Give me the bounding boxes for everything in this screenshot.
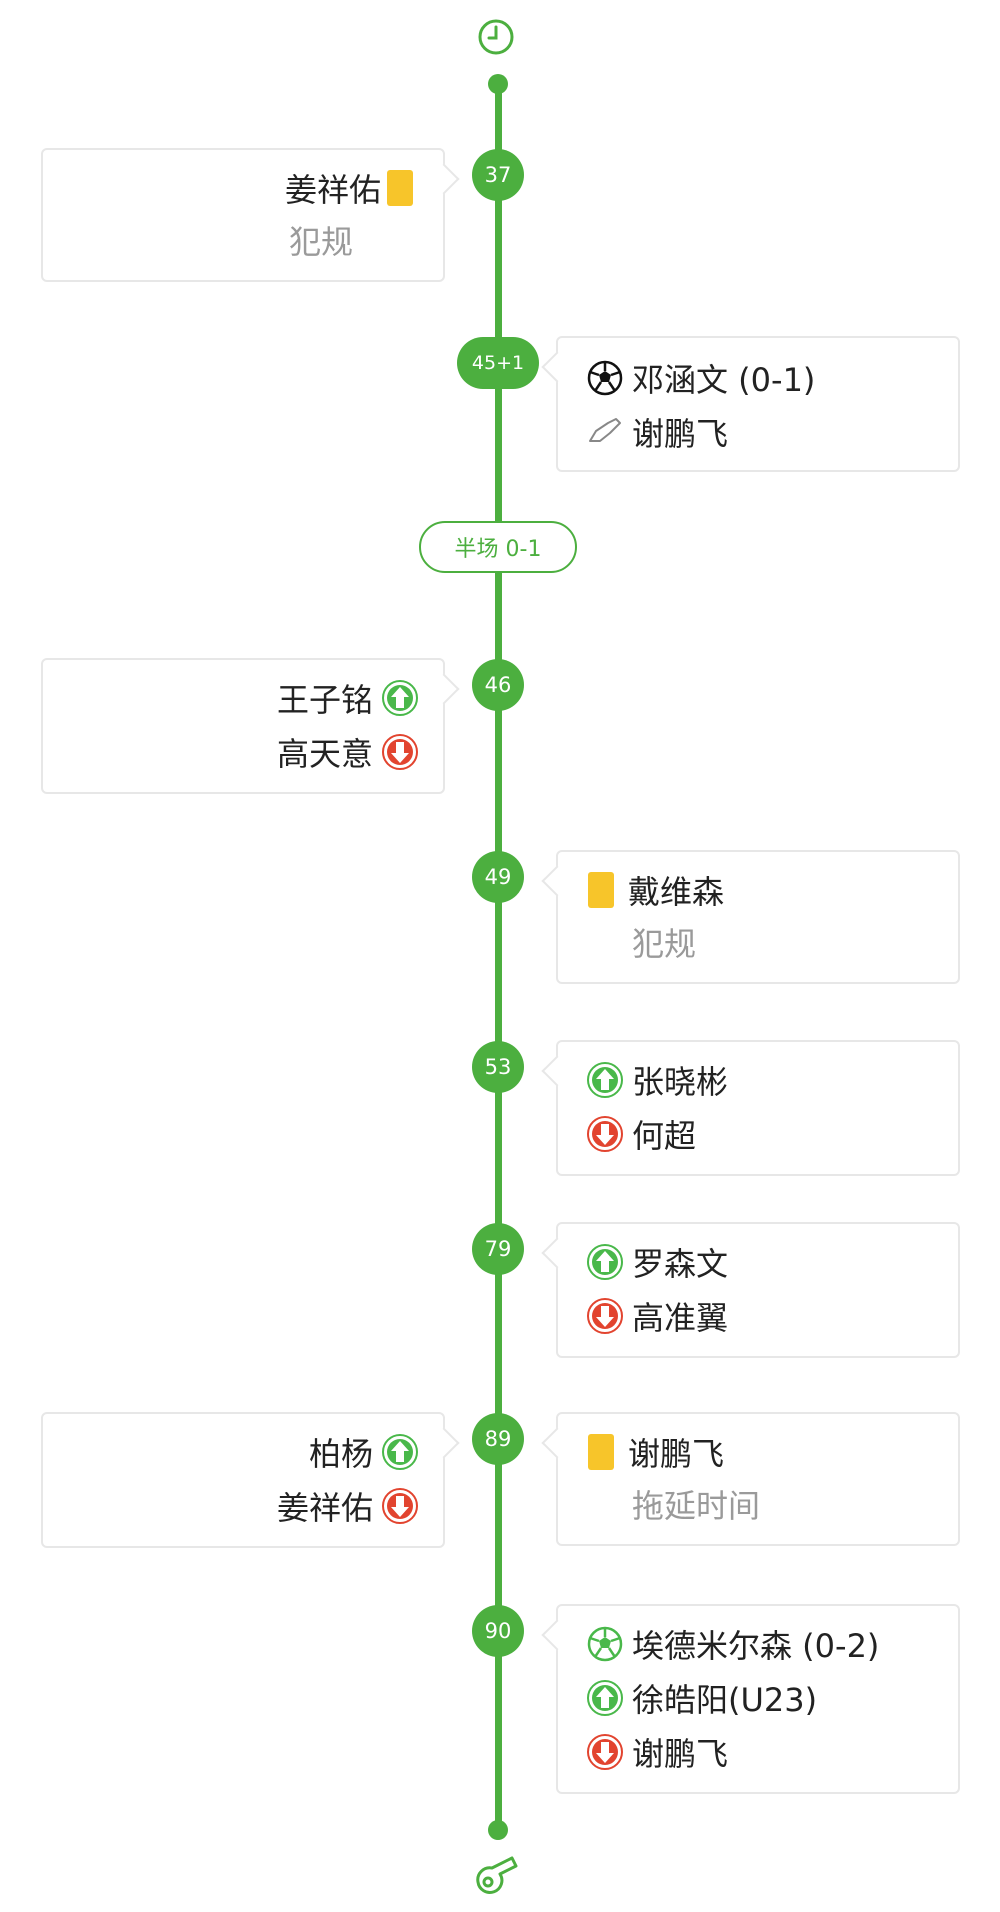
timeline-start-dot: [488, 74, 508, 94]
player-out-name: 姜祥佑: [276, 1489, 373, 1527]
yellow-card-icon: [588, 872, 614, 908]
sub-in-arrow-icon: [587, 1244, 623, 1280]
yellow-card-icon: [588, 1434, 614, 1470]
player-out-name: 高准翼: [632, 1299, 729, 1337]
sub-in-arrow-icon: [382, 680, 418, 716]
player-name: 姜祥佑: [284, 171, 381, 209]
player-in-name: 柏杨: [308, 1435, 373, 1473]
event-line: 戴维森: [586, 866, 724, 914]
event-card-90: 埃德米尔森 (0-2) 徐皓阳(U23) 谢鹏飞: [556, 1604, 960, 1794]
player-out-name: 何超: [632, 1117, 697, 1155]
event-card-49: 戴维森 犯规: [556, 850, 960, 984]
event-line: 拖延时间: [586, 1480, 760, 1528]
minute-badge-37: 37: [472, 149, 524, 201]
timeline-line: [495, 80, 502, 1830]
event-card-53: 张晓彬 何超: [556, 1040, 960, 1176]
event-reason: 拖延时间: [632, 1487, 761, 1525]
event-card-89-left: 柏杨 姜祥佑: [41, 1412, 445, 1548]
sub-out-arrow-icon: [587, 1116, 623, 1152]
event-line: 犯规: [289, 216, 353, 264]
assist-boot-icon: [589, 418, 621, 442]
event-line: 姜祥佑: [285, 164, 419, 212]
assist-name: 谢鹏飞: [632, 415, 729, 453]
player-name: 戴维森: [628, 873, 725, 911]
minute-badge-45-1: 45+1: [457, 337, 539, 389]
event-line: 徐皓阳(U23): [586, 1674, 817, 1722]
minute-badge-49: 49: [472, 851, 524, 903]
player-in-name: 张晓彬: [632, 1063, 729, 1101]
event-line: 何超: [586, 1110, 696, 1158]
player-in-name: 徐皓阳(U23): [632, 1681, 818, 1719]
event-line: 邓涵文 (0-1): [586, 354, 815, 402]
event-reason: 犯规: [632, 925, 697, 963]
scorer-name: 邓涵文 (0-1): [632, 361, 816, 399]
soccer-ball-icon: [587, 1626, 623, 1662]
event-card-46: 王子铭 高天意: [41, 658, 445, 794]
minute-badge-53: 53: [472, 1041, 524, 1093]
sub-out-arrow-icon: [382, 1488, 418, 1524]
event-line: 谢鹏飞: [586, 1428, 724, 1476]
yellow-card-icon: [387, 170, 413, 206]
minute-badge-79: 79: [472, 1223, 524, 1275]
event-card-45-1: 邓涵文 (0-1) 谢鹏飞: [556, 336, 960, 472]
event-card-89-right: 谢鹏飞 拖延时间: [556, 1412, 960, 1546]
sub-in-arrow-icon: [587, 1062, 623, 1098]
event-line: 柏杨: [309, 1428, 419, 1476]
whistle-icon: [476, 1856, 518, 1894]
event-line: 张晓彬: [586, 1056, 728, 1104]
player-out-name: 谢鹏飞: [632, 1735, 729, 1773]
scorer-name: 埃德米尔森 (0-2): [632, 1627, 880, 1665]
halftime-badge: 半场 0-1: [419, 521, 577, 573]
sub-out-arrow-icon: [587, 1298, 623, 1334]
event-line: 犯规: [586, 918, 696, 966]
event-line: 谢鹏飞: [586, 408, 728, 456]
player-in-name: 罗森文: [632, 1245, 729, 1283]
player-name: 谢鹏飞: [628, 1435, 725, 1473]
timeline-end-dot: [488, 1820, 508, 1840]
minute-badge-46: 46: [472, 659, 524, 711]
event-line: 高天意: [277, 728, 419, 776]
soccer-ball-icon: [587, 360, 623, 396]
sub-in-arrow-icon: [587, 1680, 623, 1716]
event-line: 王子铭: [277, 674, 419, 722]
clock-icon: [478, 19, 514, 55]
player-in-name: 王子铭: [276, 681, 373, 719]
sub-out-arrow-icon: [587, 1734, 623, 1770]
sub-out-arrow-icon: [382, 734, 418, 770]
event-line: 谢鹏飞: [586, 1728, 728, 1776]
event-card-79: 罗森文 高准翼: [556, 1222, 960, 1358]
minute-badge-90: 90: [472, 1605, 524, 1657]
event-line: 罗森文: [586, 1238, 728, 1286]
event-card-37: 姜祥佑 犯规: [41, 148, 445, 282]
sub-in-arrow-icon: [382, 1434, 418, 1470]
minute-badge-89: 89: [472, 1413, 524, 1465]
event-line: 高准翼: [586, 1292, 728, 1340]
event-line: 姜祥佑: [277, 1482, 419, 1530]
player-out-name: 高天意: [276, 735, 373, 773]
event-reason: 犯规: [288, 223, 353, 261]
event-line: 埃德米尔森 (0-2): [586, 1620, 879, 1668]
